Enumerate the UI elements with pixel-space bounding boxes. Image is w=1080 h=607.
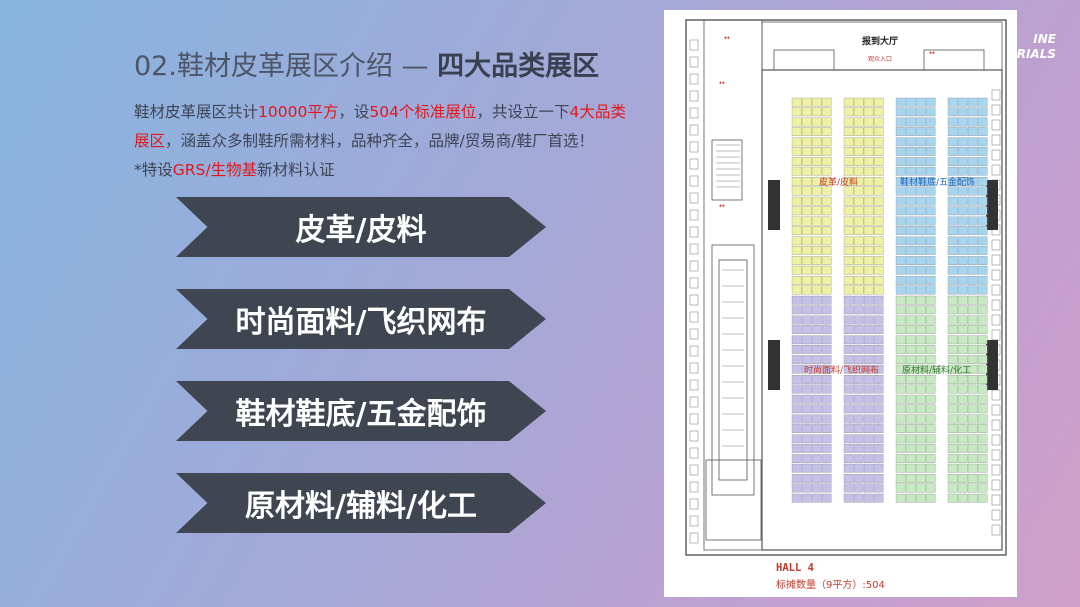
registration-hall-label: 报到大厅 [862, 37, 899, 47]
svg-text:↔: ↔ [724, 34, 730, 42]
floorplan-drawing: ↔ ↔ ↔ ↔ [685, 19, 1007, 556]
description-line-2: 展区，涵盖众多制鞋所需材料，品种齐全，品牌/贸易商/鞋厂首选！ [134, 132, 594, 150]
zone-label-hardware: 鞋材鞋底/五金配饰 [900, 178, 976, 188]
category-materials: 原材料/辅料/化工 [176, 473, 546, 533]
zone-label-materials: 原材料/辅料/化工 [902, 366, 972, 376]
booth-count: 标摊数量（9平方）:504 [776, 580, 885, 591]
category-fabric: 时尚面料/飞织网布 [176, 289, 546, 349]
category-hardware: 鞋材鞋底/五金配饰 [176, 381, 546, 441]
hall-floorplan: ↔ ↔ ↔ ↔ 报到大厅 观众入口 皮革/皮料 鞋材鞋底/五金配饰 时尚面料/飞织网布… [664, 10, 1017, 597]
page-title: 02.鞋材皮革展区介绍 — 四大品类展区 [134, 51, 600, 82]
zone-description: 鞋材皮革展区共计10000平方，设504个标准展位，共设立一下4大品类 展区，涵… [134, 98, 644, 185]
page-title-bold: 四大品类展区 [437, 51, 600, 82]
zone-label-fabric: 时尚面料/飞织网布 [804, 366, 880, 376]
description-line-3: *特设GRS/生物基新材料认证 [134, 161, 335, 179]
entrance-label: 观众入口 [868, 56, 893, 63]
description-line-1: 鞋材皮革展区共计10000平方，设504个标准展位，共设立一下4大品类 [134, 103, 626, 121]
brand-logo-text: INE ERIALS [1008, 32, 1056, 61]
category-leather: 皮革/皮料 [176, 197, 546, 257]
svg-text:↔: ↔ [929, 49, 935, 57]
zone-label-leather: 皮革/皮料 [819, 178, 859, 188]
svg-text:↔: ↔ [719, 79, 725, 87]
hall-name: HALL 4 [776, 562, 814, 574]
svg-text:↔: ↔ [719, 202, 725, 210]
